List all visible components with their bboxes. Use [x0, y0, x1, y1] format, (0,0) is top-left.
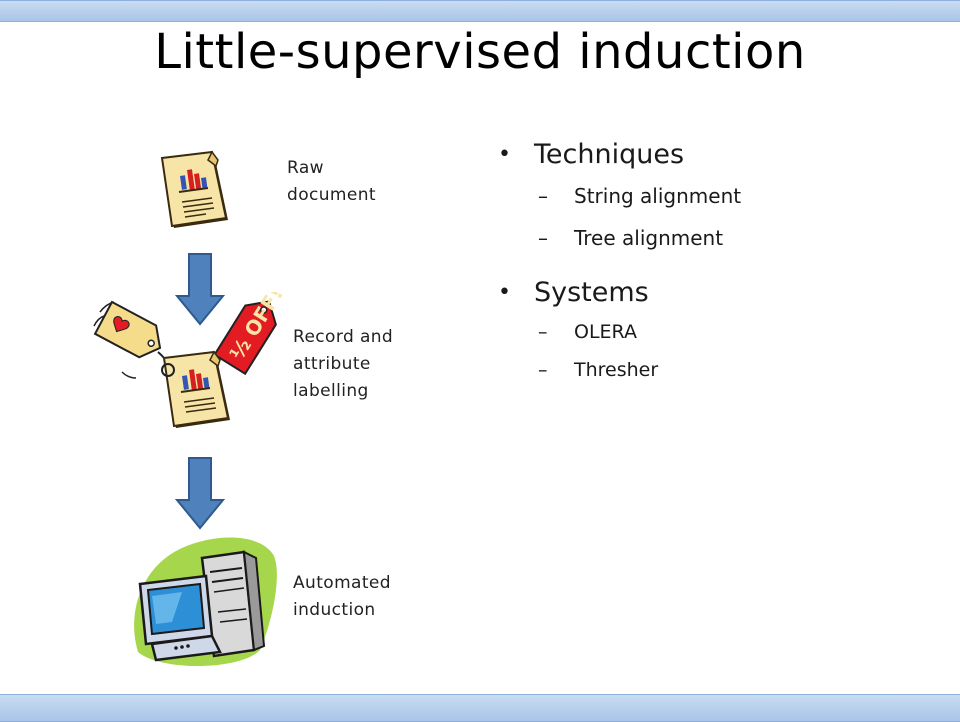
down-arrow-icon: [175, 457, 225, 530]
down-arrow-icon: [175, 253, 225, 326]
bullet-systems: Systems: [498, 273, 938, 313]
top-bar: [0, 0, 960, 22]
bullet-list: Techniques String alignment Tree alignme…: [498, 135, 938, 389]
bullet-techniques: Techniques: [498, 135, 938, 175]
label-automated-induction: Automated induction: [293, 573, 391, 620]
sub-bullet-thresher: Thresher: [498, 351, 938, 389]
label-record-attribute: Record and attribute labelling: [293, 327, 394, 401]
sub-bullet-olera: OLERA: [498, 313, 938, 351]
document-icon: [160, 150, 228, 228]
label-raw-document: Raw document: [287, 158, 376, 205]
bottom-bar: [0, 694, 960, 722]
sub-bullet-string-alignment: String alignment: [498, 175, 938, 217]
slide-title: Little-supervised induction: [154, 24, 806, 80]
sub-bullet-tree-alignment: Tree alignment: [498, 217, 938, 259]
computer-icon: [134, 537, 277, 667]
labelled-document-icon: ½ OFF!: [93, 292, 288, 428]
